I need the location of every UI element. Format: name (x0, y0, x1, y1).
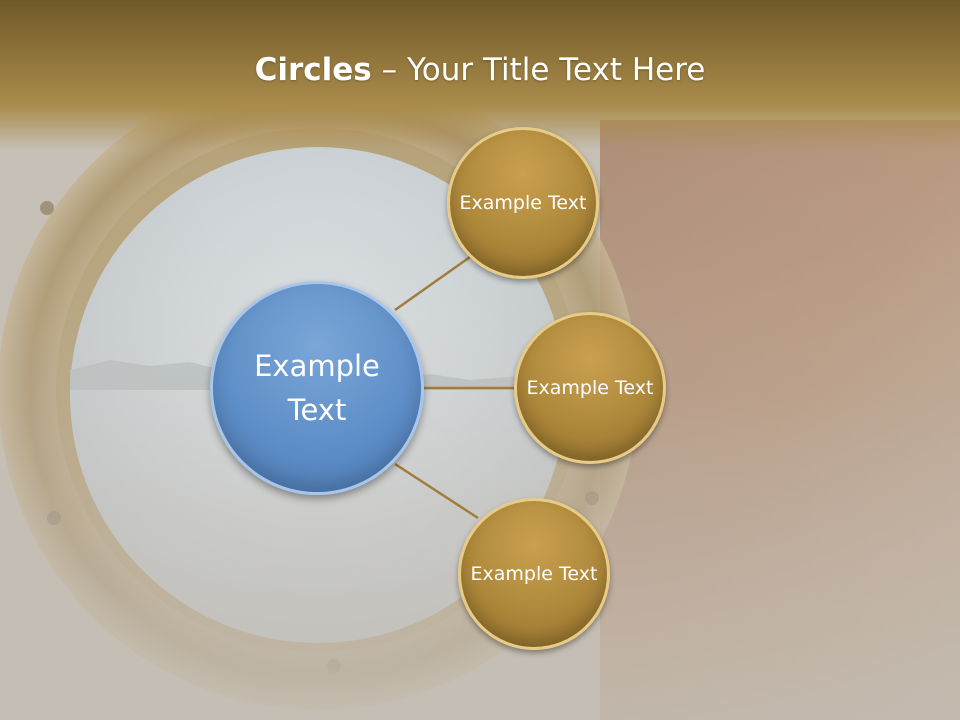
connector-top (394, 255, 471, 312)
connector-bottom (394, 462, 479, 520)
satellite-circle-label: Example Text (470, 563, 598, 585)
hub-circle[interactable]: Example Text (210, 281, 424, 495)
slide-title: Circles – Your Title Text Here (0, 52, 960, 88)
slide-title-rest: – Your Title Text Here (371, 52, 706, 88)
satellite-circle-middle[interactable]: Example Text (514, 312, 666, 464)
slide-title-bold: Circles (254, 52, 372, 88)
hub-circle-label: Example Text (254, 349, 380, 427)
satellite-circle-top[interactable]: Example Text (447, 127, 599, 279)
satellite-circle-label: Example Text (459, 192, 587, 214)
satellite-circle-bottom[interactable]: Example Text (458, 498, 610, 650)
title-band (0, 0, 960, 150)
satellite-circle-label: Example Text (526, 377, 654, 399)
